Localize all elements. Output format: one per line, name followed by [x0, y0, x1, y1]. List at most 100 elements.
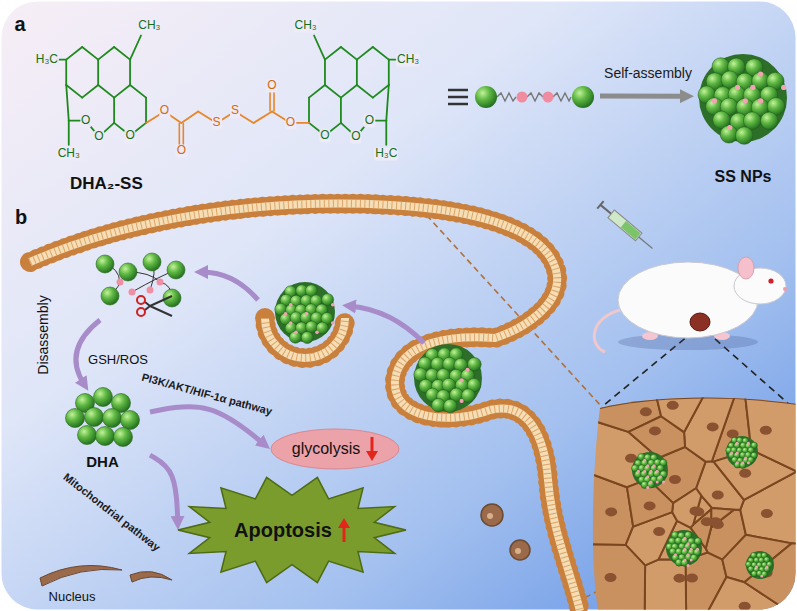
illustration-line [373, 85, 389, 98]
illustration-circle [157, 279, 164, 286]
atom-label: O [350, 130, 361, 143]
nanoparticle-drawing [666, 530, 702, 567]
disassembly-cluster [96, 253, 185, 307]
illustration-circle [674, 553, 677, 556]
illustration-circle [726, 436, 758, 468]
illustration-circle [760, 575, 763, 578]
illustration-circle [659, 475, 662, 478]
illustration-g [150, 96, 686, 522]
illustration-circle [167, 261, 185, 279]
node-text-holder: glycolysis [270, 428, 400, 470]
cell-membrane [30, 204, 580, 611]
illustration-circle [331, 321, 335, 325]
illustration-line [65, 60, 67, 85]
illustration-line [324, 60, 326, 85]
illustration-line [448, 96, 468, 99]
illustration-circle [683, 559, 686, 562]
illustration-rect [608, 210, 642, 241]
illustration-path [594, 310, 620, 352]
illustration-line [129, 60, 131, 85]
reagent-label: GSH/ROS [88, 353, 148, 367]
illustration-circle [649, 470, 652, 473]
illustration-line [66, 47, 82, 60]
illustration-path [588, 544, 645, 609]
illustration-polygon [178, 477, 406, 582]
illustration-line [314, 36, 325, 60]
illustration-circle [96, 427, 115, 446]
illustration-circle [746, 551, 774, 579]
illustration-circle [103, 409, 122, 428]
illustration-line [66, 85, 82, 98]
nanoparticle-drawing [746, 551, 774, 579]
illustration-ellipse [618, 262, 758, 338]
nanoparticle-drawing [698, 54, 787, 144]
illustration-circle [460, 378, 464, 382]
atom-label: O [124, 129, 135, 142]
illustration-path [265, 318, 345, 358]
illustration-ellipse [738, 257, 754, 279]
edge-label: Self-assembly [604, 66, 692, 81]
molecule-bonds [57, 36, 398, 151]
connector-arrow [150, 407, 264, 444]
illustration-ellipse [712, 491, 724, 500]
illustration-circle [720, 126, 738, 144]
illustration-path [130, 571, 172, 582]
illustration-circle [666, 530, 702, 566]
illustration-line [98, 85, 114, 98]
illustration-circle [687, 553, 690, 556]
illustration-circle [119, 263, 137, 281]
scissors-symbol [137, 296, 172, 316]
illustration-ellipse [686, 573, 698, 582]
illustration-circle [735, 85, 740, 90]
equivalence-symbol [448, 90, 468, 104]
organelle-label: Nucleus [49, 590, 96, 604]
decrease-arrow [366, 437, 378, 461]
illustration-ellipse [669, 475, 681, 484]
illustration-circle [294, 330, 298, 334]
illustration-circle [94, 388, 113, 407]
illustration-circle [114, 428, 133, 447]
illustration-line [66, 85, 69, 121]
illustration-ellipse [707, 422, 719, 431]
apoptosis-starburst: Apoptosis [178, 476, 406, 584]
atom-label: O [266, 80, 277, 93]
illustration-ellipse [701, 517, 713, 526]
illustration-line [325, 85, 341, 98]
illustration-path [366, 437, 378, 461]
illustration-ellipse [674, 574, 686, 583]
illustration-line [341, 47, 357, 60]
node-text-holder: DHA [55, 453, 150, 471]
increase-arrow [338, 518, 350, 542]
nanoparticle: SS NPs [694, 50, 792, 190]
node-text: SS NPs [715, 168, 772, 185]
illustration-circle [137, 296, 145, 304]
illustration-circle [712, 98, 717, 103]
atom-label: O [80, 114, 91, 127]
illustration-path [265, 318, 345, 358]
illustration-circle [750, 85, 755, 90]
illustration-line [341, 85, 357, 98]
illustration-line [448, 89, 468, 92]
illustration-line [82, 47, 98, 60]
illustration-circle [301, 332, 313, 344]
illustration-ellipse [271, 429, 399, 469]
illustration-line [448, 103, 468, 106]
illustration-circle [137, 308, 145, 316]
cell-membrane [265, 318, 345, 358]
illustration-line [325, 47, 341, 60]
illustration-circle [781, 85, 786, 90]
illustration-line [600, 205, 611, 214]
illustration-line [145, 98, 147, 123]
illustration-circle [331, 303, 335, 307]
illustration-line [308, 98, 310, 123]
illustration-circle [662, 481, 665, 484]
illustration-line [309, 85, 325, 98]
illustration-circle [736, 452, 739, 455]
illustration-circle [690, 559, 693, 562]
illustration-circle [758, 98, 763, 103]
illustration-circle [690, 548, 693, 551]
illustration-circle [466, 368, 470, 372]
illustration-path [338, 518, 350, 542]
illustration-circle [741, 461, 744, 464]
atom-label: CH₃ [57, 147, 81, 160]
